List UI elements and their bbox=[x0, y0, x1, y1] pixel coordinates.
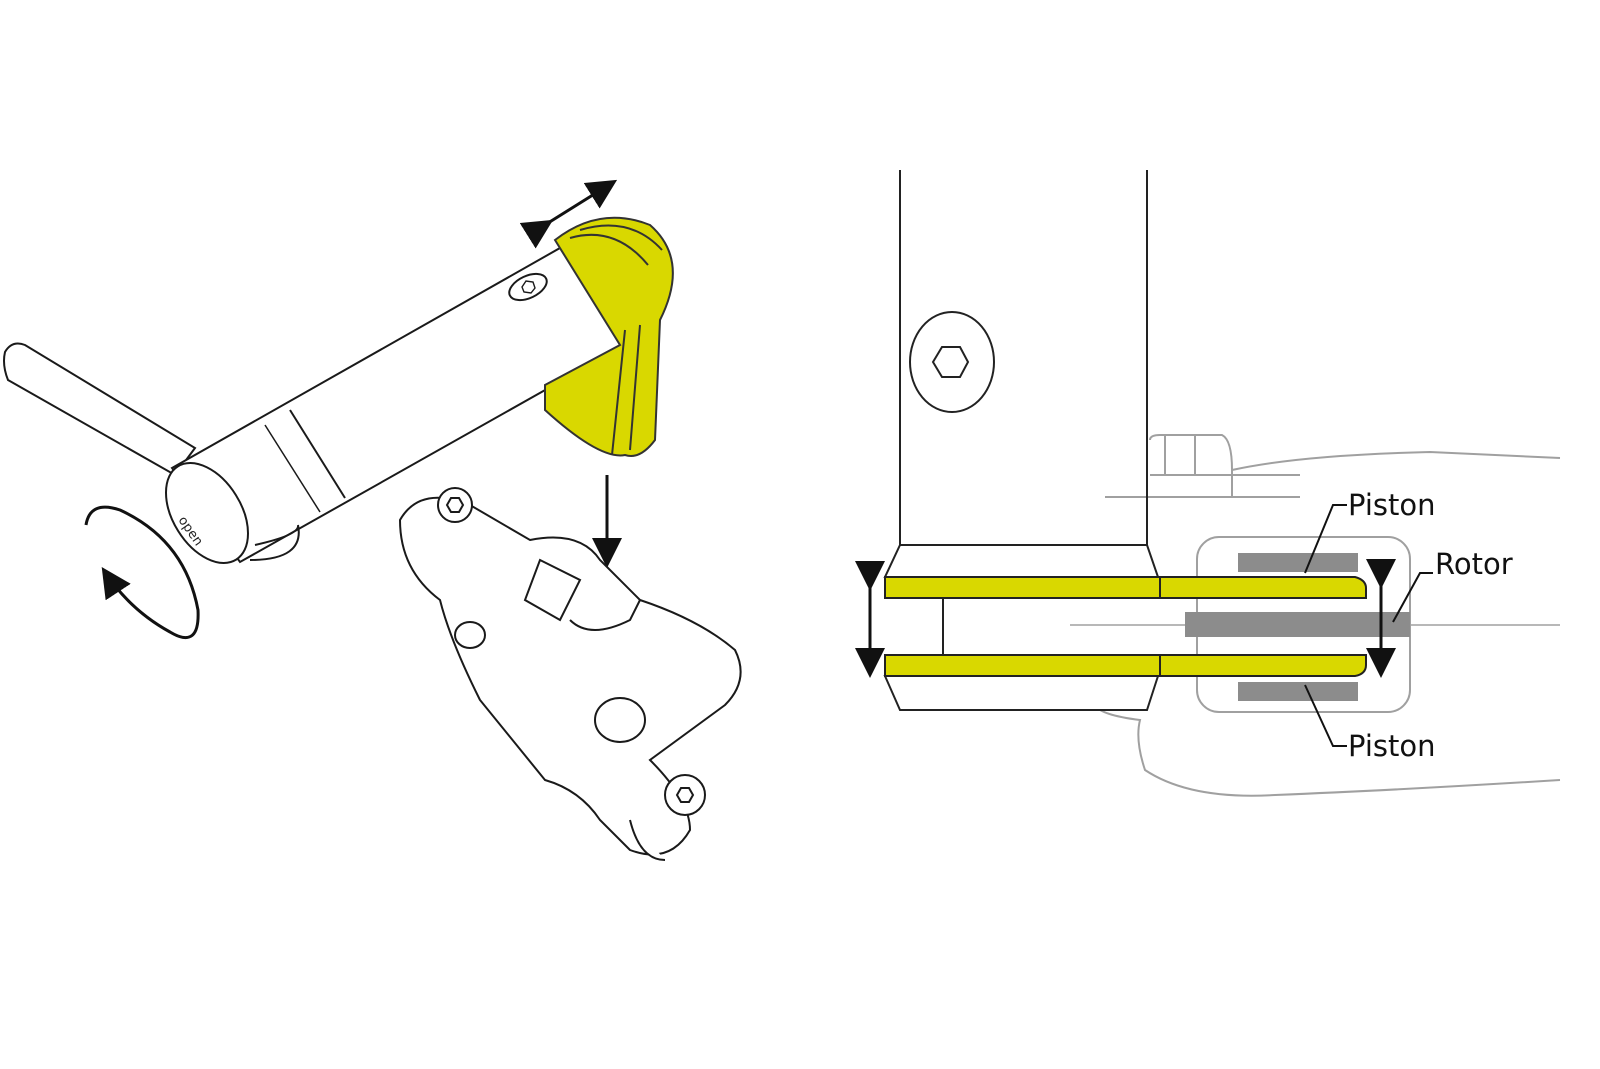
handle-bottom bbox=[249, 524, 300, 561]
label-piston-bottom: Piston bbox=[1348, 729, 1436, 763]
rotor bbox=[1185, 612, 1410, 637]
brake-pads bbox=[884, 576, 1367, 677]
label-piston-top: Piston bbox=[1348, 488, 1436, 522]
pad-spacer-bottom bbox=[884, 654, 1367, 677]
leader-lines bbox=[1304, 504, 1433, 747]
hex-socket-icon bbox=[931, 346, 970, 378]
shaft-ring-line bbox=[289, 409, 346, 499]
rotate-arrow-icon bbox=[84, 505, 200, 639]
tool-end-cap bbox=[165, 461, 249, 565]
piston-top bbox=[1238, 553, 1358, 572]
t-handle bbox=[3, 342, 197, 477]
brake-caliper-sketch bbox=[398, 487, 742, 861]
slide-double-arrow-icon bbox=[519, 179, 618, 249]
hex-bolt-icon bbox=[508, 272, 548, 302]
piston-bottom bbox=[1238, 682, 1358, 701]
pad-spacer-top bbox=[884, 576, 1367, 599]
label-rotor: Rotor bbox=[1435, 547, 1513, 581]
axle-tool bbox=[3, 246, 627, 565]
fork-leg bbox=[883, 170, 1160, 711]
